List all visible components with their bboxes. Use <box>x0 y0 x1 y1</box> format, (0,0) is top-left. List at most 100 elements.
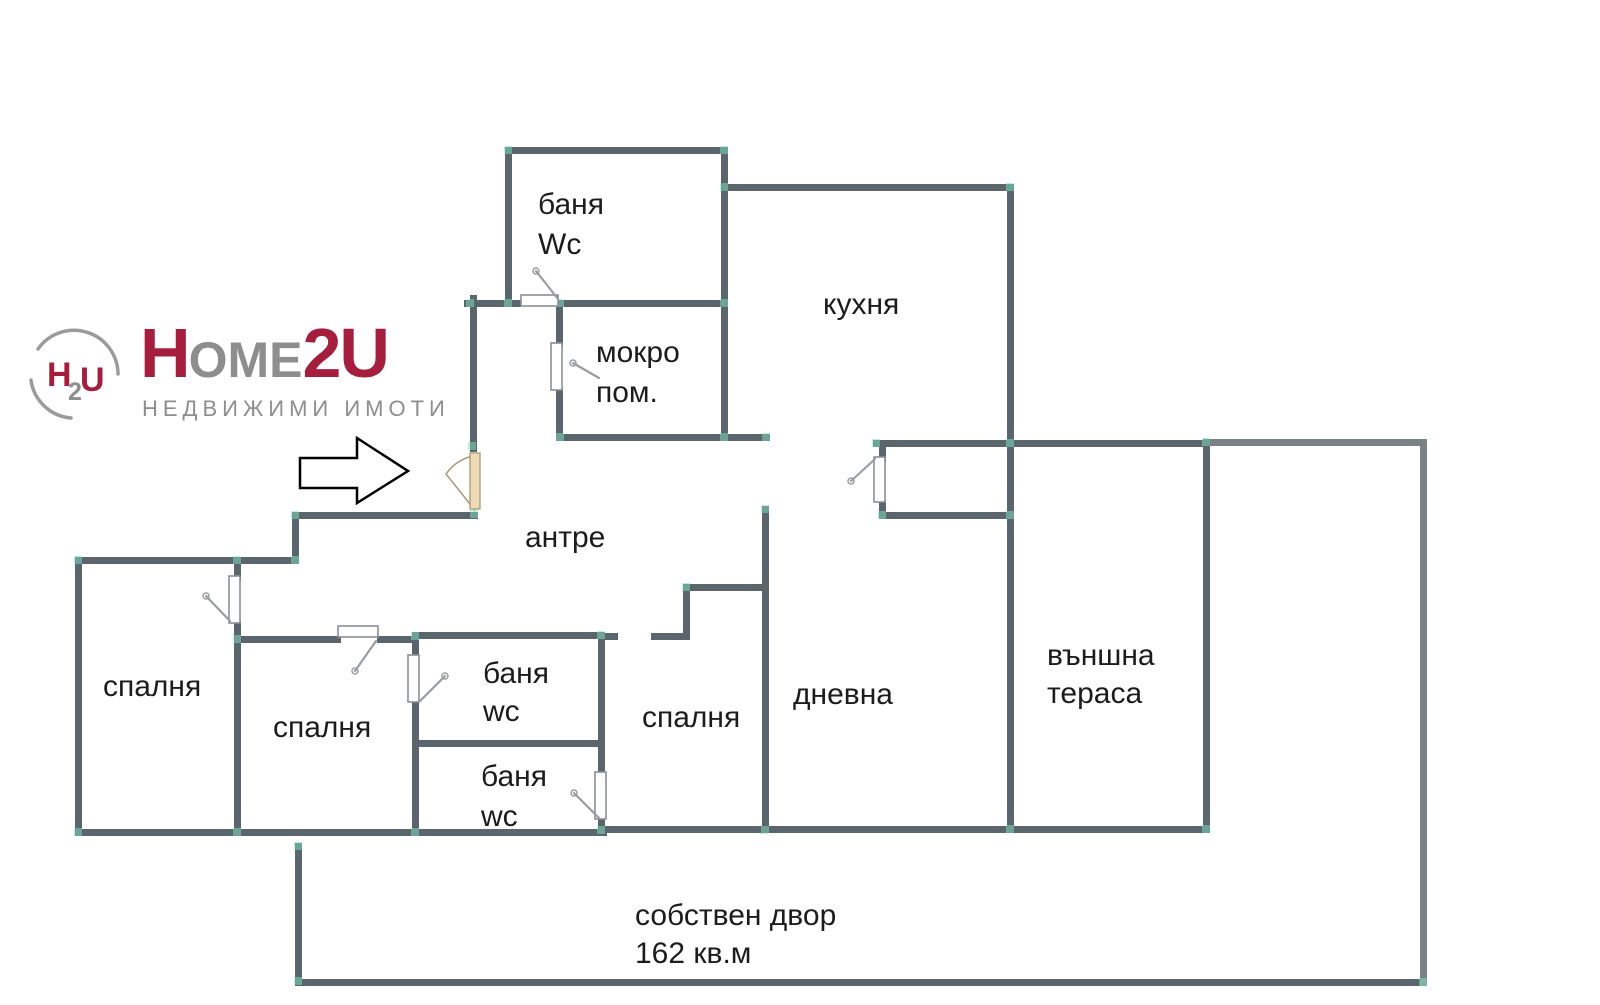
wall-segment <box>292 512 299 564</box>
door-swing-hinge <box>441 672 449 680</box>
door-swing-hinge <box>569 359 577 367</box>
wall-joint-node <box>720 146 728 154</box>
logo-word-2u: 2U <box>302 314 389 392</box>
door-leaf <box>407 654 420 703</box>
wall-segment <box>683 584 769 591</box>
wall-joint-node <box>1202 825 1210 833</box>
logo-mark-letter-u: U <box>80 361 105 399</box>
wall-segment <box>292 512 478 519</box>
room-label-line: баня <box>481 760 547 793</box>
wall-segment <box>1203 439 1427 446</box>
wall-segment <box>234 557 241 581</box>
wall-joint-node <box>1006 511 1014 519</box>
room-label-line: Wc <box>538 228 582 261</box>
door-leaf <box>873 456 886 503</box>
wall-segment <box>295 979 1427 986</box>
wall-joint-node <box>411 828 419 836</box>
wall-segment <box>75 557 82 836</box>
wall-segment <box>598 632 605 777</box>
wall-segment <box>879 440 886 462</box>
room-label-line: дневна <box>793 678 893 711</box>
wall-joint-node <box>294 842 302 850</box>
wall-segment <box>1007 184 1014 833</box>
wall-segment <box>762 506 769 833</box>
room-label-line: спалня <box>103 670 202 703</box>
wall-segment <box>556 434 770 441</box>
wall-joint-node <box>761 505 769 513</box>
wall-segment <box>598 815 605 833</box>
wall-segment <box>234 621 241 836</box>
door-swing-line <box>418 674 447 703</box>
room-label-line: пом. <box>596 376 658 409</box>
room-label-line: спалня <box>273 711 372 744</box>
door-swing-line <box>353 639 378 673</box>
wall-joint-node <box>761 826 769 834</box>
wall-segment <box>721 147 728 441</box>
door-swing-hinge <box>351 667 359 675</box>
room-label-line: външна <box>1047 639 1155 672</box>
room-label-hallway: антре <box>525 518 605 558</box>
door-leaf <box>520 294 559 307</box>
wall-joint-node <box>597 826 605 834</box>
wall-segment <box>558 300 728 307</box>
wall-segment <box>412 632 605 639</box>
wall-joint-node <box>682 583 690 591</box>
door-swing-hinge <box>570 789 578 797</box>
wall-segment <box>683 584 690 640</box>
door-leaf <box>594 771 607 820</box>
logo-mark-digit-2: 2 <box>68 378 82 406</box>
logo-arc-top <box>36 328 120 376</box>
wall-joint-node <box>291 556 299 564</box>
room-label-line: антре <box>525 521 606 554</box>
wall-joint-node <box>466 299 474 307</box>
wall-joint-node <box>74 828 82 836</box>
wall-segment <box>464 300 521 307</box>
wall-joint-node <box>233 828 241 836</box>
door-swing-line <box>571 361 601 380</box>
room-label-line: спалня <box>642 701 741 734</box>
wall-joint-node <box>720 183 728 191</box>
wall-segment <box>75 557 298 564</box>
room-label-line: мокро <box>596 336 680 369</box>
wall-segment <box>721 184 1013 191</box>
room-label-line: кухня <box>823 288 900 321</box>
door-swing-hinge <box>847 477 855 485</box>
logo-arc-bottom <box>29 378 73 420</box>
logo-subtitle: НЕДВИЖИМИ ИМОТИ <box>142 396 450 421</box>
room-label-line: 162 кв.м <box>635 937 752 970</box>
wall-segment <box>879 500 886 519</box>
wall-joint-node <box>74 556 82 564</box>
room-label-wetroom: мокро пом. <box>596 333 680 413</box>
room-label-bedroom-2: спалня <box>273 708 371 748</box>
wall-segment <box>556 300 563 347</box>
room-label-line: wc <box>483 695 520 728</box>
logo-word-h: H <box>140 314 191 392</box>
door-swing-hinge <box>532 267 540 275</box>
wall-joint-node <box>597 631 605 639</box>
door-leaf <box>228 575 241 624</box>
wall-joint-node <box>1202 438 1210 446</box>
wall-segment <box>879 512 1014 519</box>
wall-segment <box>651 633 689 640</box>
wall-joint-node <box>233 635 241 643</box>
wall-joint-node <box>294 977 302 985</box>
door-leaf <box>337 625 379 638</box>
wall-joint-node <box>504 299 512 307</box>
wall-segment <box>556 388 563 441</box>
wall-joint-node <box>291 511 299 519</box>
room-label-bedroom-3: спалня <box>642 698 740 738</box>
door-swing-line <box>204 594 232 623</box>
wall-joint-node <box>1006 825 1014 833</box>
wall-joint-node <box>470 510 478 518</box>
wall-segment <box>505 147 728 154</box>
logo-word-ome: OME <box>188 332 303 388</box>
wall-joint-node <box>1006 439 1014 447</box>
door-swing-hinge <box>202 592 210 600</box>
